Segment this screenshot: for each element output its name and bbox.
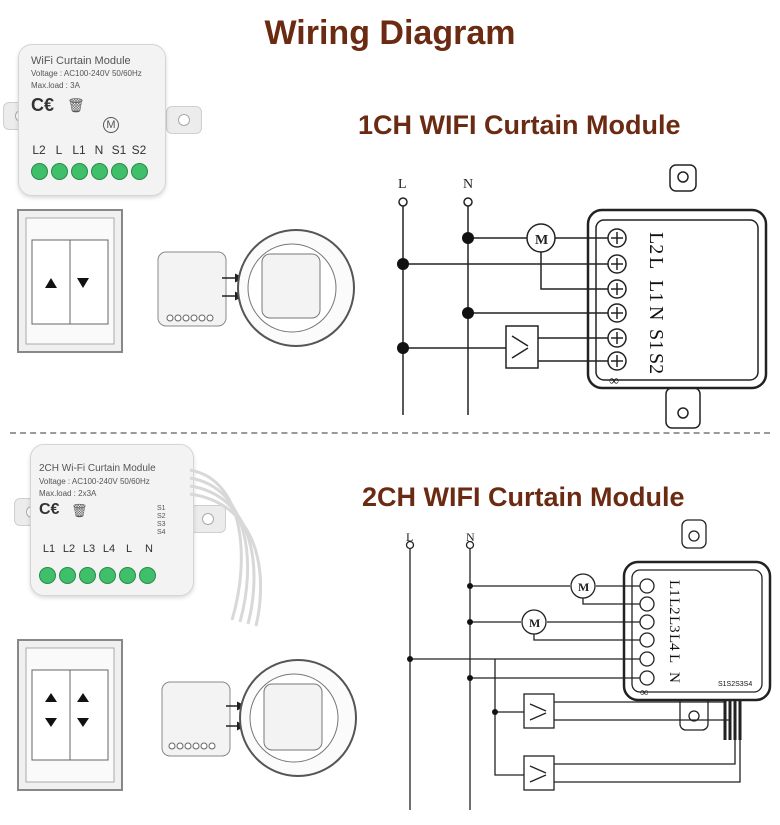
weee-bin-icon: 🗑 [67,97,85,113]
chain-link-icon: ∞ [609,374,619,389]
arrow-up-icon [45,278,57,288]
terminal-block [39,567,156,584]
svg-text:L2: L2 [645,232,667,254]
svg-text:N: N [666,672,682,683]
ce-mark-icon: C€ [31,95,55,115]
module-photo-1ch: WiFi Curtain Module Voltage : AC100-240V… [18,44,166,196]
module-name: WiFi Curtain Module [31,55,131,67]
module-voltage: Voltage : AC100-240V 50/60Hz [39,477,150,486]
motor-label-2: M [529,616,540,630]
section-divider [10,432,770,434]
svg-text:L: L [645,257,667,269]
page-title: Wiring Diagram [264,14,516,52]
flying-leads [189,468,263,627]
wall-switch-1 [17,209,123,353]
junction-dots-2 [407,583,498,715]
module-terminal-labels-1: L2 L L1 N S1 S2 [645,232,667,374]
terminal-block [31,163,148,180]
module-load: Max.load : 2x3A [39,489,97,498]
arrow-up-down-icon [45,693,57,727]
line-label-L: L [398,177,407,192]
schematic-2ch [405,519,772,810]
wall-switch-2 [17,639,123,791]
module-photo-2ch: 2CH Wi-Fi Curtain Module Voltage : AC100… [30,444,194,596]
module-terminal-labels-2: L1 L2 L3 L4 L N [666,580,682,683]
ce-mark-icon: C€ [39,501,60,518]
svg-text:L1: L1 [666,580,682,597]
module-name: 2CH Wi-Fi Curtain Module [39,463,156,474]
arrow-up-down-icon-2 [77,693,89,727]
schematic-1ch [398,164,768,429]
svg-text:L4: L4 [666,634,682,651]
svg-text:L3: L3 [666,616,682,633]
arrow-down-icon [77,278,89,288]
svg-text:N: N [645,306,667,320]
line-label-L-2: L [406,530,413,544]
svg-text:S2: S2 [645,353,667,374]
module-load: Max.load : 3A [31,81,80,90]
module-voltage: Voltage : AC100-240V 50/60Hz [31,69,142,78]
line-label-N: N [463,177,473,192]
svg-text:L: L [666,654,682,663]
motor-label: M [535,233,548,248]
svg-text:L1: L1 [645,280,667,302]
module-into-box-2 [161,659,357,777]
svg-text:L2: L2 [666,598,682,615]
junction-dots-1 [397,232,474,354]
section1-heading: 1CH WIFI Curtain Module [358,110,681,140]
switch-strip-label: S1S2S3S4 [718,681,752,688]
mount-ear-right [166,106,202,134]
svg-text:S1: S1 [645,329,667,350]
motor-symbol-icon: M [103,117,119,133]
module-into-box-1 [157,229,355,347]
chain-link-icon-2: ∞ [640,685,649,699]
motor-label-1: M [578,580,589,594]
weee-bin-icon: 🗑 [71,503,88,518]
section2-heading: 2CH WIFI Curtain Module [362,482,685,512]
line-label-N-2: N [466,530,475,544]
